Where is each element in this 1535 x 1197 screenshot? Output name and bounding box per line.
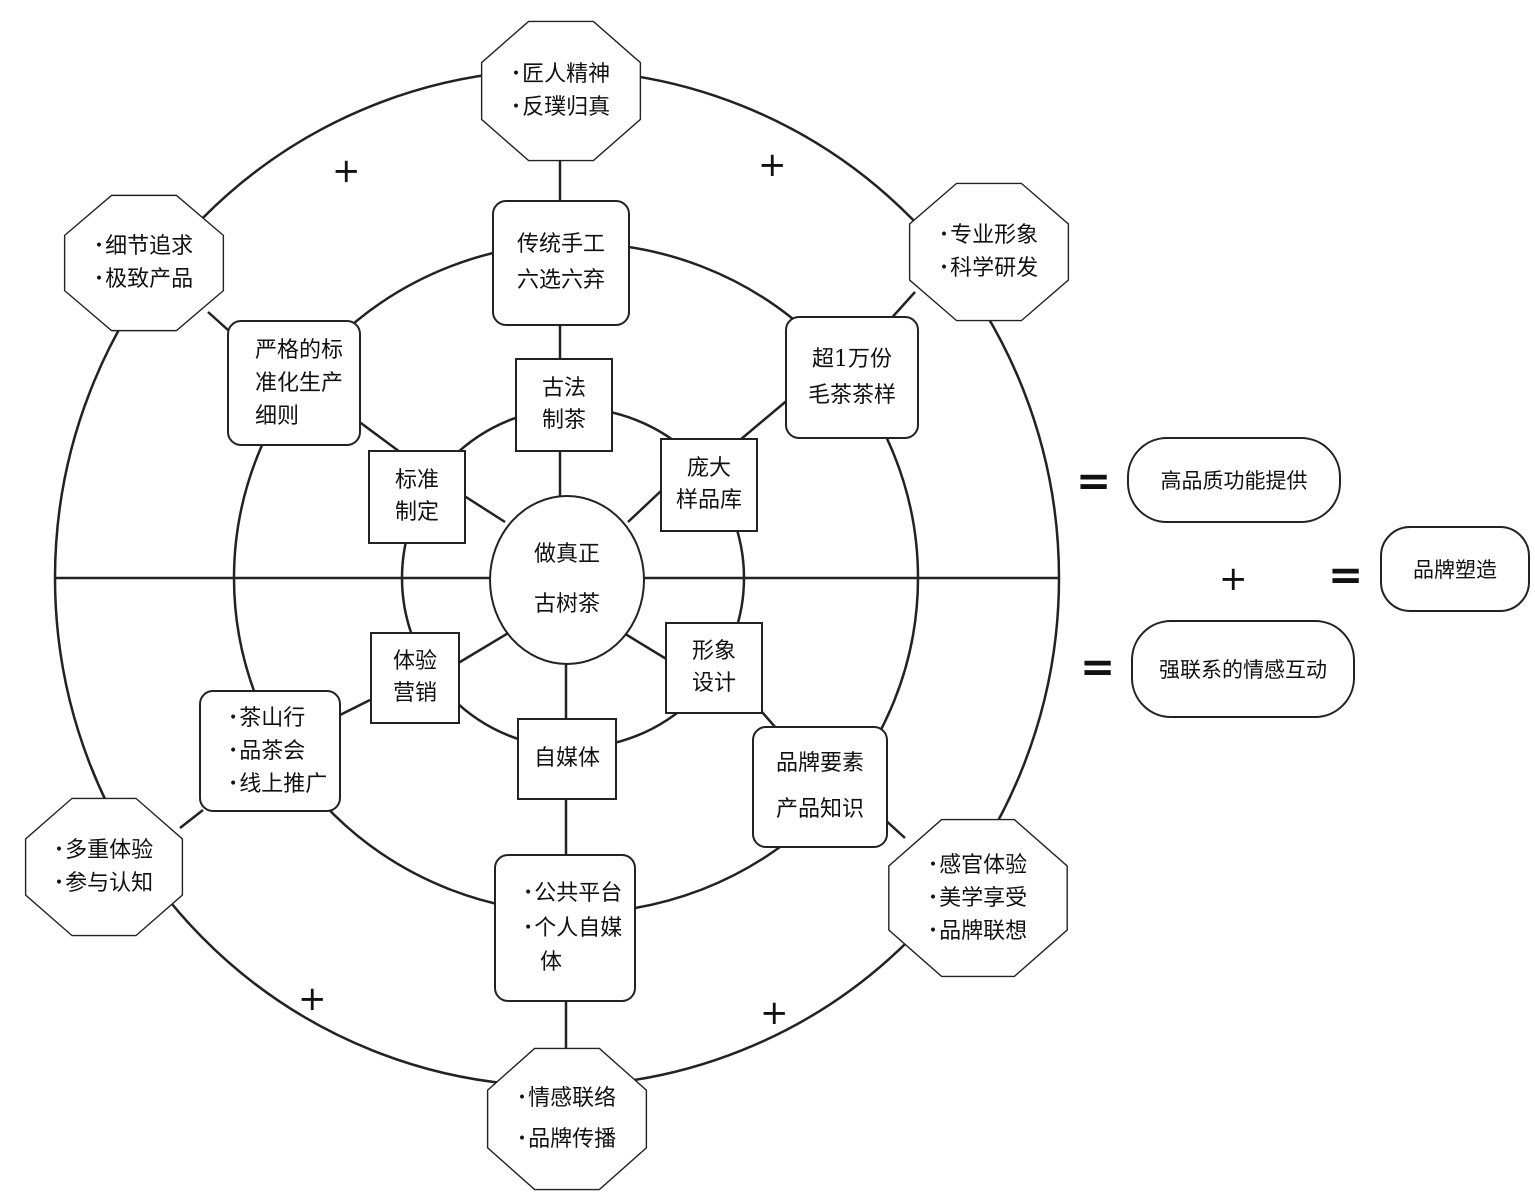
middle-node-upper-right: 超1万份 毛茶茶样	[785, 316, 919, 439]
outer-top-line-1: 匠人精神	[512, 58, 610, 91]
inner-upper-left-line-2: 制定	[394, 500, 439, 525]
outer-lower-right-line-2: 美学享受	[929, 882, 1027, 915]
center-line-1: 做真正	[533, 542, 600, 567]
equals-functional: =	[1076, 456, 1112, 505]
middle-upper-left-line-1: 严格的标	[255, 337, 344, 363]
inner-upper-left-line-1: 标准	[394, 468, 439, 493]
outer-upper-right-line-1: 专业形象	[940, 219, 1038, 252]
middle-lower-left-line-2: 品茶会	[229, 735, 305, 768]
spoke-upper-right-inner	[627, 489, 663, 523]
middle-lower-left-line-3: 线上推广	[229, 768, 327, 801]
inner-lower-right-line-1: 形象	[691, 639, 736, 664]
middle-node-bottom: 公共平台 个人自媒 体	[494, 854, 636, 1002]
inner-top-line-1: 古法	[541, 376, 586, 401]
inner-upper-right-line-1: 庞大	[686, 456, 731, 481]
outer-node-lower-left: 多重体验 参与认知	[24, 797, 184, 937]
spoke-lower-left-inner	[454, 630, 511, 667]
middle-lower-left-line-1: 茶山行	[229, 702, 305, 735]
middle-upper-left-line-3: 细则	[255, 403, 300, 429]
inner-lower-left-line-2: 营销	[392, 681, 437, 706]
outer-lower-right-line-1: 感官体验	[929, 849, 1027, 882]
center-line-2: 古树茶	[533, 592, 600, 617]
result-functional-label: 高品质功能提供	[1160, 469, 1308, 493]
outer-upper-right-line-2: 科学研发	[940, 252, 1038, 285]
inner-node-bottom: 自媒体	[517, 718, 617, 800]
outer-node-top: 匠人精神 反璞归真	[480, 20, 642, 162]
middle-upper-right-line-2: 毛茶茶样	[807, 382, 896, 408]
plus-upper-right: +	[758, 145, 787, 185]
middle-node-lower-right: 品牌要素 产品知识	[752, 726, 888, 848]
inner-node-upper-left: 标准 制定	[368, 450, 466, 544]
equals-emotional: =	[1080, 642, 1116, 691]
inner-lower-left-line-1: 体验	[392, 649, 437, 674]
middle-bottom-line-3: 体	[540, 950, 563, 975]
spoke-upper-left-outer	[207, 311, 229, 331]
middle-node-lower-left: 茶山行 品茶会 线上推广	[199, 690, 341, 812]
plus-results: +	[1219, 559, 1248, 599]
outer-lower-right-line-3: 品牌联想	[929, 915, 1027, 948]
middle-top-line-2: 六选六弃	[516, 268, 605, 293]
result-functional: 高品质功能提供	[1127, 437, 1341, 523]
outer-bottom-line-1: 情感联络	[518, 1078, 616, 1119]
middle-lower-right-line-2: 产品知识	[775, 797, 864, 822]
plus-lower-right: +	[760, 993, 789, 1033]
spoke-upper-right-middle	[739, 397, 791, 441]
inner-top-line-2: 制茶	[541, 408, 586, 433]
outer-lower-left-line-2: 参与认知	[55, 867, 153, 900]
inner-upper-right-line-2: 样品库	[675, 488, 742, 513]
equals-final: =	[1328, 550, 1364, 599]
outer-node-lower-right: 感官体验 美学享受 品牌联想	[887, 818, 1069, 978]
middle-top-line-1: 传统手工	[516, 232, 605, 257]
plus-upper-left: +	[332, 151, 361, 191]
outer-top-line-2: 反璞归真	[512, 91, 610, 124]
middle-node-upper-left: 严格的标 准化生产 细则	[227, 320, 361, 446]
spoke-lower-left-outer	[179, 809, 204, 829]
plus-lower-left: +	[298, 979, 327, 1019]
outer-lower-left-line-1: 多重体验	[55, 834, 153, 867]
center-node: 做真正 古树茶	[489, 495, 645, 665]
inner-node-upper-right: 庞大 样品库	[660, 438, 758, 532]
spoke-lower-right-inner	[621, 630, 669, 662]
middle-lower-right-line-1: 品牌要素	[775, 751, 864, 776]
inner-node-lower-right: 形象 设计	[665, 622, 763, 714]
result-final: 品牌塑造	[1380, 526, 1530, 612]
middle-node-top: 传统手工 六选六弃	[492, 200, 630, 326]
inner-bottom-line-1: 自媒体	[533, 746, 600, 771]
result-emotional-label: 强联系的情感互动	[1159, 658, 1327, 682]
outer-node-upper-right: 专业形象 科学研发	[908, 182, 1070, 322]
middle-bottom-line-2: 个人自媒	[524, 911, 622, 946]
result-final-label: 品牌塑造	[1413, 558, 1497, 582]
outer-node-bottom: 情感联络 品牌传播	[486, 1047, 648, 1191]
outer-node-upper-left: 细节追求 极致产品	[63, 194, 225, 332]
middle-upper-left-line-2: 准化生产	[255, 370, 344, 396]
result-emotional: 强联系的情感互动	[1131, 620, 1355, 718]
outer-upper-left-line-2: 极致产品	[95, 263, 193, 296]
outer-bottom-line-2: 品牌传播	[518, 1119, 616, 1160]
middle-bottom-line-1: 公共平台	[524, 876, 622, 911]
inner-node-lower-left: 体验 营销	[370, 632, 460, 724]
inner-node-top: 古法 制茶	[515, 358, 613, 452]
outer-upper-left-line-1: 细节追求	[95, 230, 193, 263]
inner-lower-right-line-2: 设计	[691, 671, 736, 696]
middle-upper-right-line-1: 超1万份	[812, 346, 892, 372]
